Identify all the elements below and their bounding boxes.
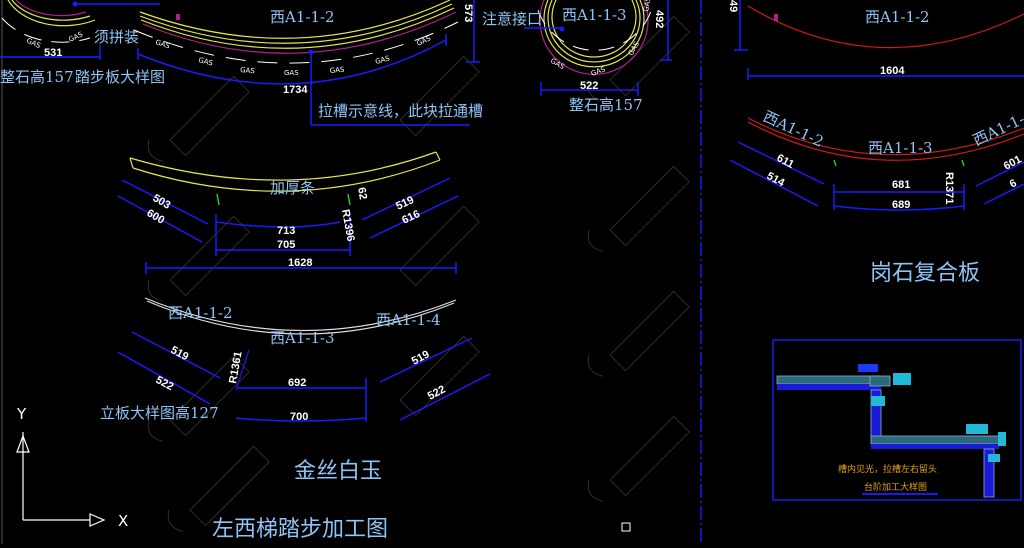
- svg-text:573: 573: [462, 4, 474, 22]
- svg-text:立板大样图高127: 立板大样图高127: [100, 404, 219, 422]
- svg-text:1604: 1604: [880, 65, 905, 77]
- right-mid-red-arc-detail[interactable]: 西A1-1-2 西A1-1-3 西A1-1-4 611 514 681 689 …: [729, 106, 1024, 211]
- svg-text:492: 492: [653, 10, 665, 28]
- svg-text:西A1-1-4: 西A1-1-4: [970, 106, 1024, 150]
- top-left-tread-detail[interactable]: GAS GAS 531 须拼装 整石高157 踏步板大样图 GAS GAS GA…: [0, 0, 483, 126]
- svg-text:X: X: [118, 512, 128, 530]
- svg-text:700: 700: [290, 411, 308, 423]
- svg-text:R1371: R1371: [943, 172, 955, 204]
- svg-text:600: 600: [145, 207, 167, 227]
- ucs-icon: Y X: [16, 405, 128, 530]
- svg-text:须拼装: 须拼装: [94, 28, 139, 46]
- svg-text:GAS: GAS: [642, 0, 653, 12]
- svg-text:Y: Y: [16, 405, 27, 423]
- svg-text:整石高157: 整石高157: [0, 68, 74, 86]
- svg-text:踏步板大样图: 踏步板大样图: [75, 68, 165, 86]
- svg-text:681: 681: [892, 179, 910, 191]
- svg-text:槽内见光，拉槽左右留头: 槽内见光，拉槽左右留头: [838, 463, 937, 475]
- svg-text:GAS: GAS: [25, 37, 42, 51]
- svg-text:西A1-1-3: 西A1-1-3: [270, 329, 335, 347]
- svg-text:GAS: GAS: [329, 66, 345, 75]
- svg-text:62: 62: [355, 186, 369, 200]
- svg-text:GAS: GAS: [67, 30, 84, 44]
- svg-text:GAS: GAS: [415, 34, 432, 48]
- svg-text:R1396: R1396: [339, 208, 356, 242]
- svg-text:49: 49: [727, 0, 739, 12]
- svg-text:6: 6: [1008, 177, 1019, 190]
- svg-text:拉槽示意线，此块拉通槽: 拉槽示意线，此块拉通槽: [318, 102, 483, 120]
- svg-text:西A1-1-2: 西A1-1-2: [270, 8, 335, 26]
- svg-text:西A1-1-3: 西A1-1-3: [562, 6, 627, 24]
- svg-text:1628: 1628: [288, 257, 312, 269]
- svg-text:692: 692: [288, 377, 306, 389]
- svg-text:1734: 1734: [283, 84, 308, 96]
- svg-text:GAS: GAS: [240, 66, 256, 75]
- svg-text:加厚条: 加厚条: [270, 179, 315, 197]
- step-section-detail-frame[interactable]: 槽内见光，拉槽左右留头 台阶加工大样图: [772, 339, 1022, 501]
- pickbox-cursor-icon: [621, 522, 631, 532]
- svg-text:西A1-1-2: 西A1-1-2: [168, 304, 233, 322]
- watermark-pattern: [147, 15, 690, 532]
- svg-text:整石高157: 整石高157: [569, 96, 643, 114]
- right-top-red-arc-detail[interactable]: 西A1-1-2 49 1604: [727, 0, 1024, 80]
- svg-text:705: 705: [277, 239, 295, 251]
- material-label-left: 金丝白玉: [294, 459, 382, 484]
- svg-text:GAS: GAS: [154, 38, 171, 50]
- svg-text:台阶加工大样图: 台阶加工大样图: [864, 481, 927, 493]
- svg-text:713: 713: [277, 225, 295, 237]
- svg-text:514: 514: [765, 170, 788, 190]
- svg-text:西A1-1-4: 西A1-1-4: [376, 311, 441, 329]
- material-label-right: 岗石复合板: [870, 261, 980, 286]
- top-mid-round-detail[interactable]: GAS GAS GAS GAS 西A1-1-3 注意接口 522 整石高157 …: [482, 0, 672, 114]
- drawing-title: 左西梯踏步加工图: [212, 517, 388, 542]
- svg-text:616: 616: [400, 208, 422, 227]
- svg-text:西A1-1-3: 西A1-1-3: [868, 139, 933, 157]
- svg-text:GAS: GAS: [284, 69, 299, 77]
- svg-text:519: 519: [410, 348, 432, 367]
- svg-text:689: 689: [892, 199, 910, 211]
- svg-text:601: 601: [1002, 153, 1024, 172]
- svg-text:注意接口: 注意接口: [482, 10, 542, 28]
- svg-text:GAS: GAS: [627, 40, 642, 57]
- svg-text:531: 531: [44, 47, 62, 59]
- svg-text:522: 522: [580, 80, 598, 92]
- riser-detail[interactable]: 西A1-1-2 西A1-1-3 西A1-1-4 519 522 立板大样图高12…: [100, 297, 491, 423]
- thickening-strip-detail[interactable]: 加厚条 503 600 713 705 R1396 62 519 616 162…: [117, 151, 459, 274]
- svg-text:西A1-1-2: 西A1-1-2: [865, 8, 930, 26]
- svg-text:GAS: GAS: [374, 54, 391, 66]
- svg-text:522: 522: [154, 374, 176, 393]
- svg-text:GAS: GAS: [549, 57, 566, 72]
- svg-text:GAS: GAS: [198, 56, 215, 67]
